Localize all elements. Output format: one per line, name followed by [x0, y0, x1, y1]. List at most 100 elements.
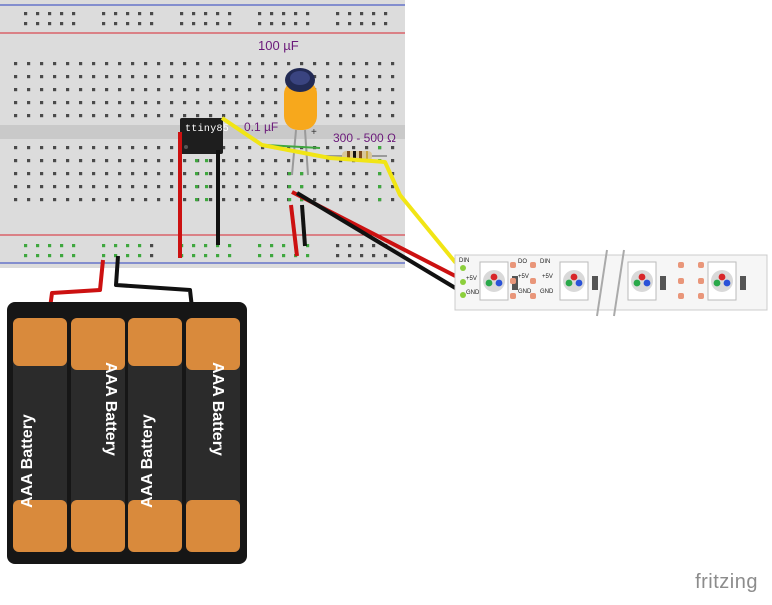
breadboard-hole [14, 101, 18, 105]
breadboard-hole [378, 62, 382, 66]
capacitor-body [284, 80, 317, 130]
breadboard-hole [48, 22, 52, 26]
strip-din-label: DIN [459, 258, 470, 264]
breadboard-hole [336, 244, 340, 248]
breadboard-hole [138, 244, 142, 248]
breadboard-hole [339, 75, 343, 79]
breadboard-hole [326, 159, 330, 163]
breadboard-hole [205, 198, 209, 202]
breadboard-hole [157, 172, 161, 176]
breadboard-hole [352, 101, 356, 105]
breadboard-hole [183, 62, 187, 66]
breadboard-hole [235, 172, 239, 176]
breadboard-hole [36, 12, 40, 16]
breadboard-hole [378, 101, 382, 105]
breadboard-hole [235, 146, 239, 150]
breadboard-hole [300, 185, 304, 189]
breadboard-hole [300, 172, 304, 176]
breadboard-hole [138, 12, 142, 16]
breadboard-hole [228, 254, 232, 258]
breadboard-hole [209, 198, 213, 202]
breadboard-hole [261, 146, 265, 150]
breadboard-hole [261, 172, 265, 176]
battery-1 [13, 318, 67, 552]
strip-pad-5v-b: +5V [542, 274, 553, 280]
strip-copper-pad [510, 262, 516, 268]
breadboard-hole [352, 198, 356, 202]
breadboard-hole [365, 75, 369, 79]
breadboard-hole [138, 22, 142, 26]
breadboard-hole [183, 101, 187, 105]
breadboard-hole [300, 198, 304, 202]
breadboard-hole [258, 12, 262, 16]
breadboard-hole [195, 185, 199, 189]
breadboard-hole [274, 198, 278, 202]
breadboard-hole [150, 254, 154, 258]
breadboard-hole [300, 62, 304, 66]
breadboard-hole [138, 254, 142, 258]
breadboard-hole [372, 22, 376, 26]
breadboard-hole [360, 12, 364, 16]
breadboard-hole [270, 22, 274, 26]
breadboard-hole [378, 198, 382, 202]
breadboard-hole [79, 198, 83, 202]
breadboard-hole [118, 62, 122, 66]
battery-lead-black [114, 255, 194, 309]
breadboard-hole [391, 159, 395, 163]
breadboard-hole [216, 254, 220, 258]
breadboard-hole [282, 22, 286, 26]
breadboard-hole [365, 62, 369, 66]
breadboard-hole [60, 22, 64, 26]
breadboard-hole [79, 146, 83, 150]
strip-copper-pad [510, 278, 516, 284]
breadboard-hole [66, 198, 70, 202]
breadboard-hole [306, 254, 310, 258]
breadboard-hole [92, 198, 96, 202]
breadboard-hole [326, 88, 330, 92]
breadboard-hole [92, 185, 96, 189]
breadboard-hole [326, 146, 330, 150]
breadboard-hole [79, 185, 83, 189]
led-blue-die [723, 279, 731, 287]
resistor-band-1 [347, 151, 350, 161]
breadboard-hole [339, 185, 343, 189]
breadboard-hole [72, 22, 76, 26]
breadboard-hole [144, 198, 148, 202]
battery-4 [186, 318, 240, 552]
breadboard-hole [287, 146, 291, 150]
breadboard-hole [27, 62, 31, 66]
breadboard-hole [53, 146, 57, 150]
breadboard-hole [326, 185, 330, 189]
breadboard-hole [235, 114, 239, 118]
led-green-die [565, 279, 573, 287]
breadboard-hole [53, 198, 57, 202]
breadboard-hole [170, 198, 174, 202]
breadboard-hole [27, 88, 31, 92]
breadboard-hole [40, 62, 44, 66]
breadboard-hole [287, 159, 291, 163]
strip-pad-5v-a: +5V [518, 274, 529, 280]
breadboard-hole [118, 146, 122, 150]
breadboard-hole [209, 185, 213, 189]
breadboard-hole [365, 146, 369, 150]
breadboard-hole [288, 172, 292, 176]
breadboard-hole [348, 22, 352, 26]
breadboard-hole [274, 62, 278, 66]
breadboard-hole [118, 172, 122, 176]
breadboard-hole [235, 159, 239, 163]
breadboard-hole [391, 146, 395, 150]
breadboard-hole [144, 185, 148, 189]
breadboard-hole [170, 62, 174, 66]
breadboard-hole [170, 185, 174, 189]
breadboard-hole [66, 62, 70, 66]
breadboard-hole [365, 172, 369, 176]
breadboard-hole [209, 101, 213, 105]
breadboard-hole [53, 88, 57, 92]
breadboard-hole [360, 244, 364, 248]
breadboard-hole [183, 159, 187, 163]
breadboard-hole [48, 254, 52, 258]
breadboard-hole [92, 114, 96, 118]
breadboard-hole [326, 172, 330, 176]
breadboard-hole [60, 12, 64, 16]
